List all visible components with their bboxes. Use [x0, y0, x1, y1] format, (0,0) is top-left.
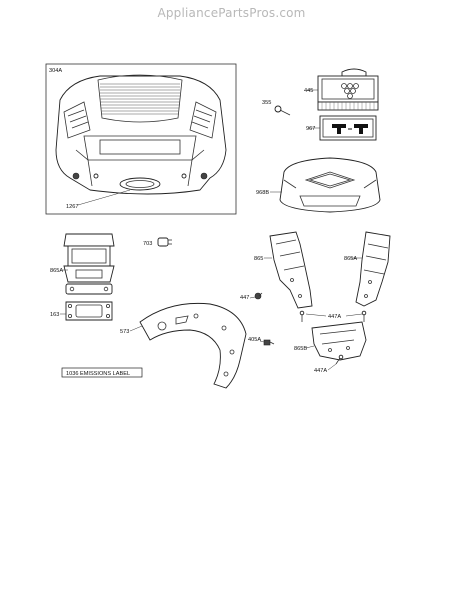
label-447[interactable]: 447	[240, 295, 249, 301]
emissions-label-text: 1036 EMISSIONS LABEL	[66, 371, 130, 377]
label-355[interactable]: 355	[262, 100, 271, 106]
baffle-865b[interactable]	[311, 321, 367, 361]
label-163[interactable]: 163	[50, 312, 59, 318]
label-865a-right[interactable]: 865A	[344, 256, 357, 262]
part-703[interactable]	[157, 237, 172, 247]
label-968b[interactable]: 968B	[256, 190, 269, 196]
filter-label-967[interactable]	[319, 115, 377, 141]
air-filter-445[interactable]	[317, 68, 379, 111]
emissions-label-box[interactable]	[61, 367, 143, 378]
screw-447[interactable]	[254, 292, 263, 300]
label-447a-bottom[interactable]: 447A	[314, 368, 327, 374]
watermark: AppliancePartsPros.com	[157, 6, 306, 20]
gasket-163[interactable]	[65, 301, 113, 321]
label-573[interactable]: 573	[120, 329, 129, 335]
blower-housing-frame	[45, 63, 237, 215]
backplate-573[interactable]	[139, 302, 247, 389]
label-304a[interactable]: 304A	[49, 68, 62, 74]
label-1267[interactable]: 1267	[66, 204, 78, 210]
intake-plate-865a[interactable]	[63, 233, 115, 295]
air-cleaner-cover-968b[interactable]	[279, 157, 381, 213]
baffle-865a-right[interactable]	[355, 231, 391, 307]
screw-447a-bottom[interactable]	[335, 354, 344, 365]
screws-447a-top[interactable]	[299, 310, 367, 322]
baffle-865[interactable]	[269, 231, 313, 309]
label-865[interactable]: 865	[254, 256, 263, 262]
label-865a-left[interactable]: 865A	[50, 268, 63, 274]
screw-355[interactable]	[274, 105, 291, 116]
label-865b[interactable]: 865B	[294, 346, 307, 352]
label-405a[interactable]: 405A	[248, 337, 261, 343]
label-703[interactable]: 703	[143, 241, 152, 247]
label-967[interactable]: 967	[306, 126, 315, 132]
blower-housing-part[interactable]	[55, 74, 227, 195]
screw-405a[interactable]	[263, 339, 275, 346]
label-447a-top[interactable]: 447A	[328, 314, 341, 320]
label-445[interactable]: 445	[304, 88, 313, 94]
